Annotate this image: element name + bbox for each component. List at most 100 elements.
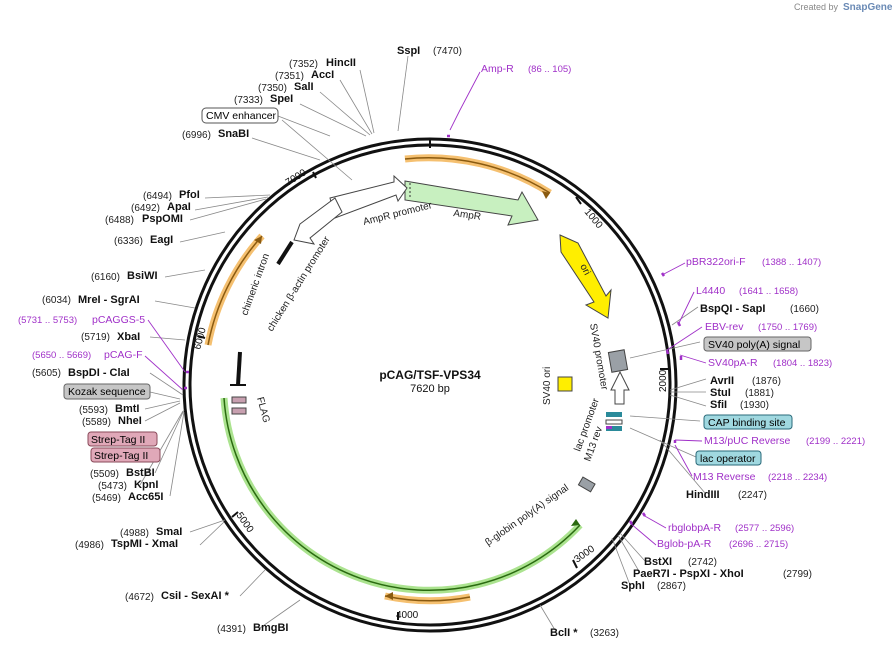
orf-green-arrow bbox=[571, 519, 580, 526]
site-pos: (4672) bbox=[125, 592, 154, 603]
site-name: PaeR7I - PspXI - XhoI bbox=[633, 568, 744, 580]
site-pos: (2867) bbox=[657, 581, 686, 592]
site-name: BmtI bbox=[115, 403, 139, 415]
site-name: BclI * bbox=[550, 627, 578, 639]
primer-pos: (1641 .. 1658) bbox=[739, 286, 798, 297]
primer-name: M13/pUC Reverse bbox=[704, 435, 791, 447]
actin-promoter-label: chicken β-actin promoter bbox=[265, 234, 333, 333]
kozak-label: Kozak sequence bbox=[68, 386, 146, 398]
primer-pos: (1804 .. 1823) bbox=[773, 358, 832, 369]
lac-promoter-feature bbox=[605, 419, 623, 425]
site-name: KpnI bbox=[134, 479, 158, 491]
plasmid-name: pCAG/TSF-VPS34 bbox=[379, 368, 481, 382]
primer-name: SV40pA-R bbox=[708, 357, 758, 369]
strep-feature-1 bbox=[231, 396, 247, 404]
tick-5000: 5000 bbox=[234, 510, 256, 535]
lac-operator-feature bbox=[606, 426, 622, 431]
site-pos: (5509) bbox=[90, 469, 119, 480]
site-name: SfiI bbox=[710, 399, 727, 411]
actin-promoter-bar bbox=[276, 240, 294, 266]
site-name: BspDI - ClaI bbox=[68, 367, 130, 379]
site-pos: (2247) bbox=[738, 490, 767, 501]
site-pos: (7352) bbox=[289, 59, 318, 70]
site-name: BstBI bbox=[126, 467, 155, 479]
site-pos: (6034) bbox=[42, 295, 71, 306]
bglobin-box bbox=[577, 476, 596, 493]
cmv-enhancer-box bbox=[201, 107, 279, 124]
leader-lines bbox=[139, 55, 707, 631]
cap-binding-label: CAP binding site bbox=[708, 417, 786, 429]
site-pos: (6336) bbox=[114, 236, 143, 247]
site-name: Acc65I bbox=[128, 491, 163, 503]
sv40-promoter-label: SV40 promoter bbox=[587, 323, 610, 392]
primer-name: Amp-R bbox=[481, 63, 514, 75]
backbone-outer bbox=[182, 137, 678, 633]
orf-arc-left-line bbox=[207, 235, 263, 346]
orf-green-line bbox=[223, 397, 581, 591]
site-pos: (6160) bbox=[91, 272, 120, 283]
sv40-polya-box bbox=[703, 336, 812, 352]
site-name: HindIII bbox=[686, 489, 720, 501]
site-pos: (3263) bbox=[590, 628, 619, 639]
plasmid-length: 7620 bp bbox=[410, 383, 450, 395]
primer-markers bbox=[184, 134, 683, 525]
site-pos: (1930) bbox=[740, 400, 769, 411]
site-name: XbaI bbox=[117, 331, 140, 343]
site-pos: (6488) bbox=[105, 215, 134, 226]
primer-name: EBV-rev bbox=[705, 321, 744, 333]
primer-pos: (2218 .. 2234) bbox=[768, 472, 827, 483]
brand-logo: SnapGene bbox=[843, 2, 892, 13]
site-pos: (1660) bbox=[790, 304, 819, 315]
site-name: MreI - SgrAI bbox=[78, 294, 140, 306]
site-pos: (5605) bbox=[32, 368, 61, 379]
cap-feature bbox=[606, 412, 622, 417]
site-pos: (7333) bbox=[234, 95, 263, 106]
primer-pos: (1388 .. 1407) bbox=[762, 257, 821, 268]
primer-name: pCAGGS-5 bbox=[92, 314, 145, 326]
primer-pos: (5731 .. 5753) bbox=[18, 315, 77, 326]
site-name: AccI bbox=[311, 69, 334, 81]
sv40-polya-feature bbox=[607, 349, 629, 373]
tick-marks bbox=[197, 140, 668, 620]
site-name: PfoI bbox=[179, 189, 200, 201]
orf-arrow-bottom bbox=[385, 592, 393, 600]
primer-pos: (86 .. 105) bbox=[528, 64, 571, 75]
sv40-polya-label: SV40 poly(A) signal bbox=[708, 339, 800, 351]
orf-arrow-left bbox=[254, 236, 262, 244]
site-pos: (1881) bbox=[745, 388, 774, 399]
site-name: NheI bbox=[118, 415, 142, 427]
flag-label: FLAG bbox=[254, 396, 271, 424]
site-name: TspMI - XmaI bbox=[111, 538, 178, 550]
orf-arc-top-line bbox=[404, 157, 551, 194]
tick-4000: 4000 bbox=[396, 610, 419, 621]
site-pos: (1876) bbox=[752, 376, 781, 387]
cap-binding-box bbox=[703, 414, 793, 430]
strep-tag-box-1 bbox=[87, 431, 158, 447]
site-name: BsiWI bbox=[127, 270, 158, 282]
primer-name: Bglob-pA-R bbox=[657, 538, 712, 550]
site-pos: (7470) bbox=[433, 46, 462, 57]
bglobin-label: β-globin poly(A) signal bbox=[483, 483, 571, 549]
site-pos: (6492) bbox=[131, 203, 160, 214]
site-pos: (7351) bbox=[275, 71, 304, 82]
ori-feature bbox=[559, 234, 612, 319]
orf-arrow-top bbox=[542, 191, 550, 199]
site-pos: (6996) bbox=[182, 130, 211, 141]
site-name: CsiI - SexAI * bbox=[161, 590, 230, 602]
primer-name: rbglobpA-R bbox=[668, 522, 722, 534]
primer-pos: (2577 .. 2596) bbox=[735, 523, 794, 534]
primer-pos: (2696 .. 2715) bbox=[729, 539, 788, 550]
site-pos: (4986) bbox=[75, 540, 104, 551]
cmv-enhancer-label: CMV enhancer bbox=[206, 110, 277, 122]
lac-operator-box bbox=[695, 450, 762, 466]
site-pos: (6494) bbox=[143, 191, 172, 202]
site-pos: (5593) bbox=[79, 405, 108, 416]
strep-tag-label-2: Strep-Tag II bbox=[94, 450, 148, 462]
site-name: AvrII bbox=[710, 375, 734, 387]
site-pos: (2742) bbox=[688, 557, 717, 568]
site-pos: (2799) bbox=[783, 569, 812, 580]
primer-name: M13 Reverse bbox=[693, 471, 756, 483]
primer-pos: (2199 .. 2221) bbox=[806, 436, 865, 447]
site-pos: (5589) bbox=[82, 417, 111, 428]
